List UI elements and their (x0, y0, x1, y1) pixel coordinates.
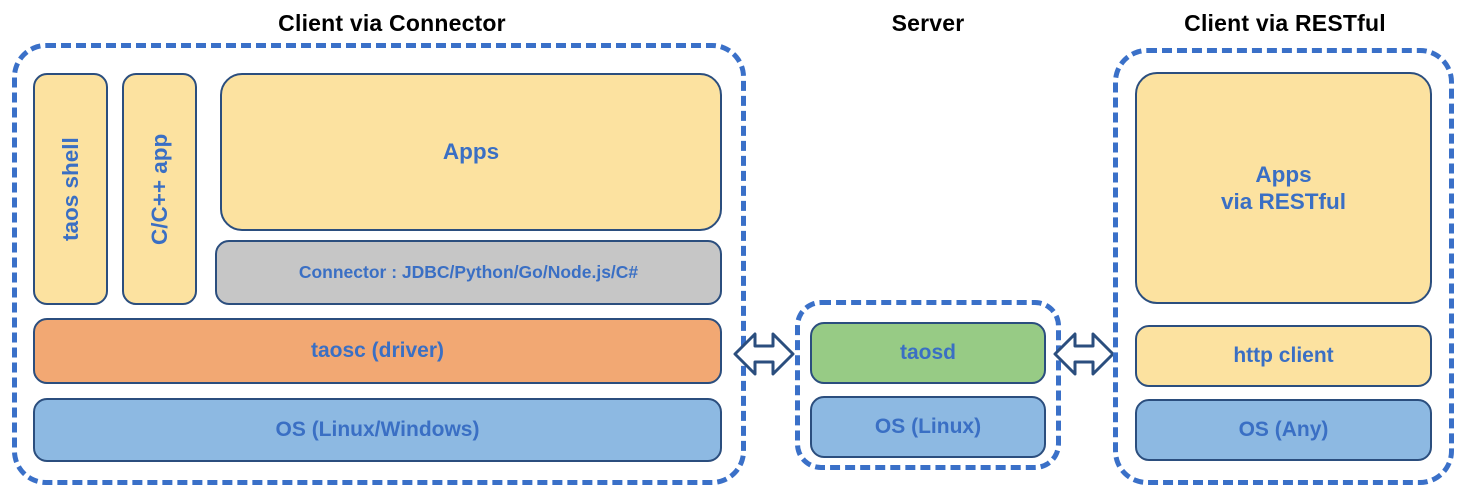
section-title-client-connector: Client via Connector (278, 10, 506, 36)
box-taos-shell[interactable]: taos shell (33, 73, 108, 305)
section-title-client-restful: Client via RESTful (1184, 10, 1386, 36)
box-taosd[interactable]: taosd (810, 322, 1046, 384)
box-taosc-driver[interactable]: taosc (driver) (33, 318, 722, 384)
group-client-via-restful (1113, 48, 1454, 485)
group-server (795, 300, 1061, 470)
box-os-linux-windows[interactable]: OS (Linux/Windows) (33, 398, 722, 462)
box-apps-via-restful-line2: via RESTful (1220, 189, 1347, 214)
section-title-server: Server (891, 10, 965, 36)
box-os-linux[interactable]: OS (Linux) (810, 396, 1046, 458)
group-client-via-connector (12, 43, 746, 485)
box-c-cpp-app[interactable]: C/C++ app (122, 73, 197, 305)
box-os-any[interactable]: OS (Any) (1135, 399, 1432, 461)
box-apps[interactable]: Apps (220, 73, 722, 231)
box-connector[interactable]: Connector : JDBC/Python/Go/Node.js/C# (215, 240, 722, 305)
double-headed-arrow-icon-right (1053, 325, 1115, 383)
box-apps-via-restful-line1: Apps (1255, 161, 1312, 187)
box-apps-via-restful[interactable]: Apps via RESTful (1135, 72, 1432, 304)
double-headed-arrow-icon-left (733, 325, 795, 383)
box-http-client[interactable]: http client (1135, 325, 1432, 387)
